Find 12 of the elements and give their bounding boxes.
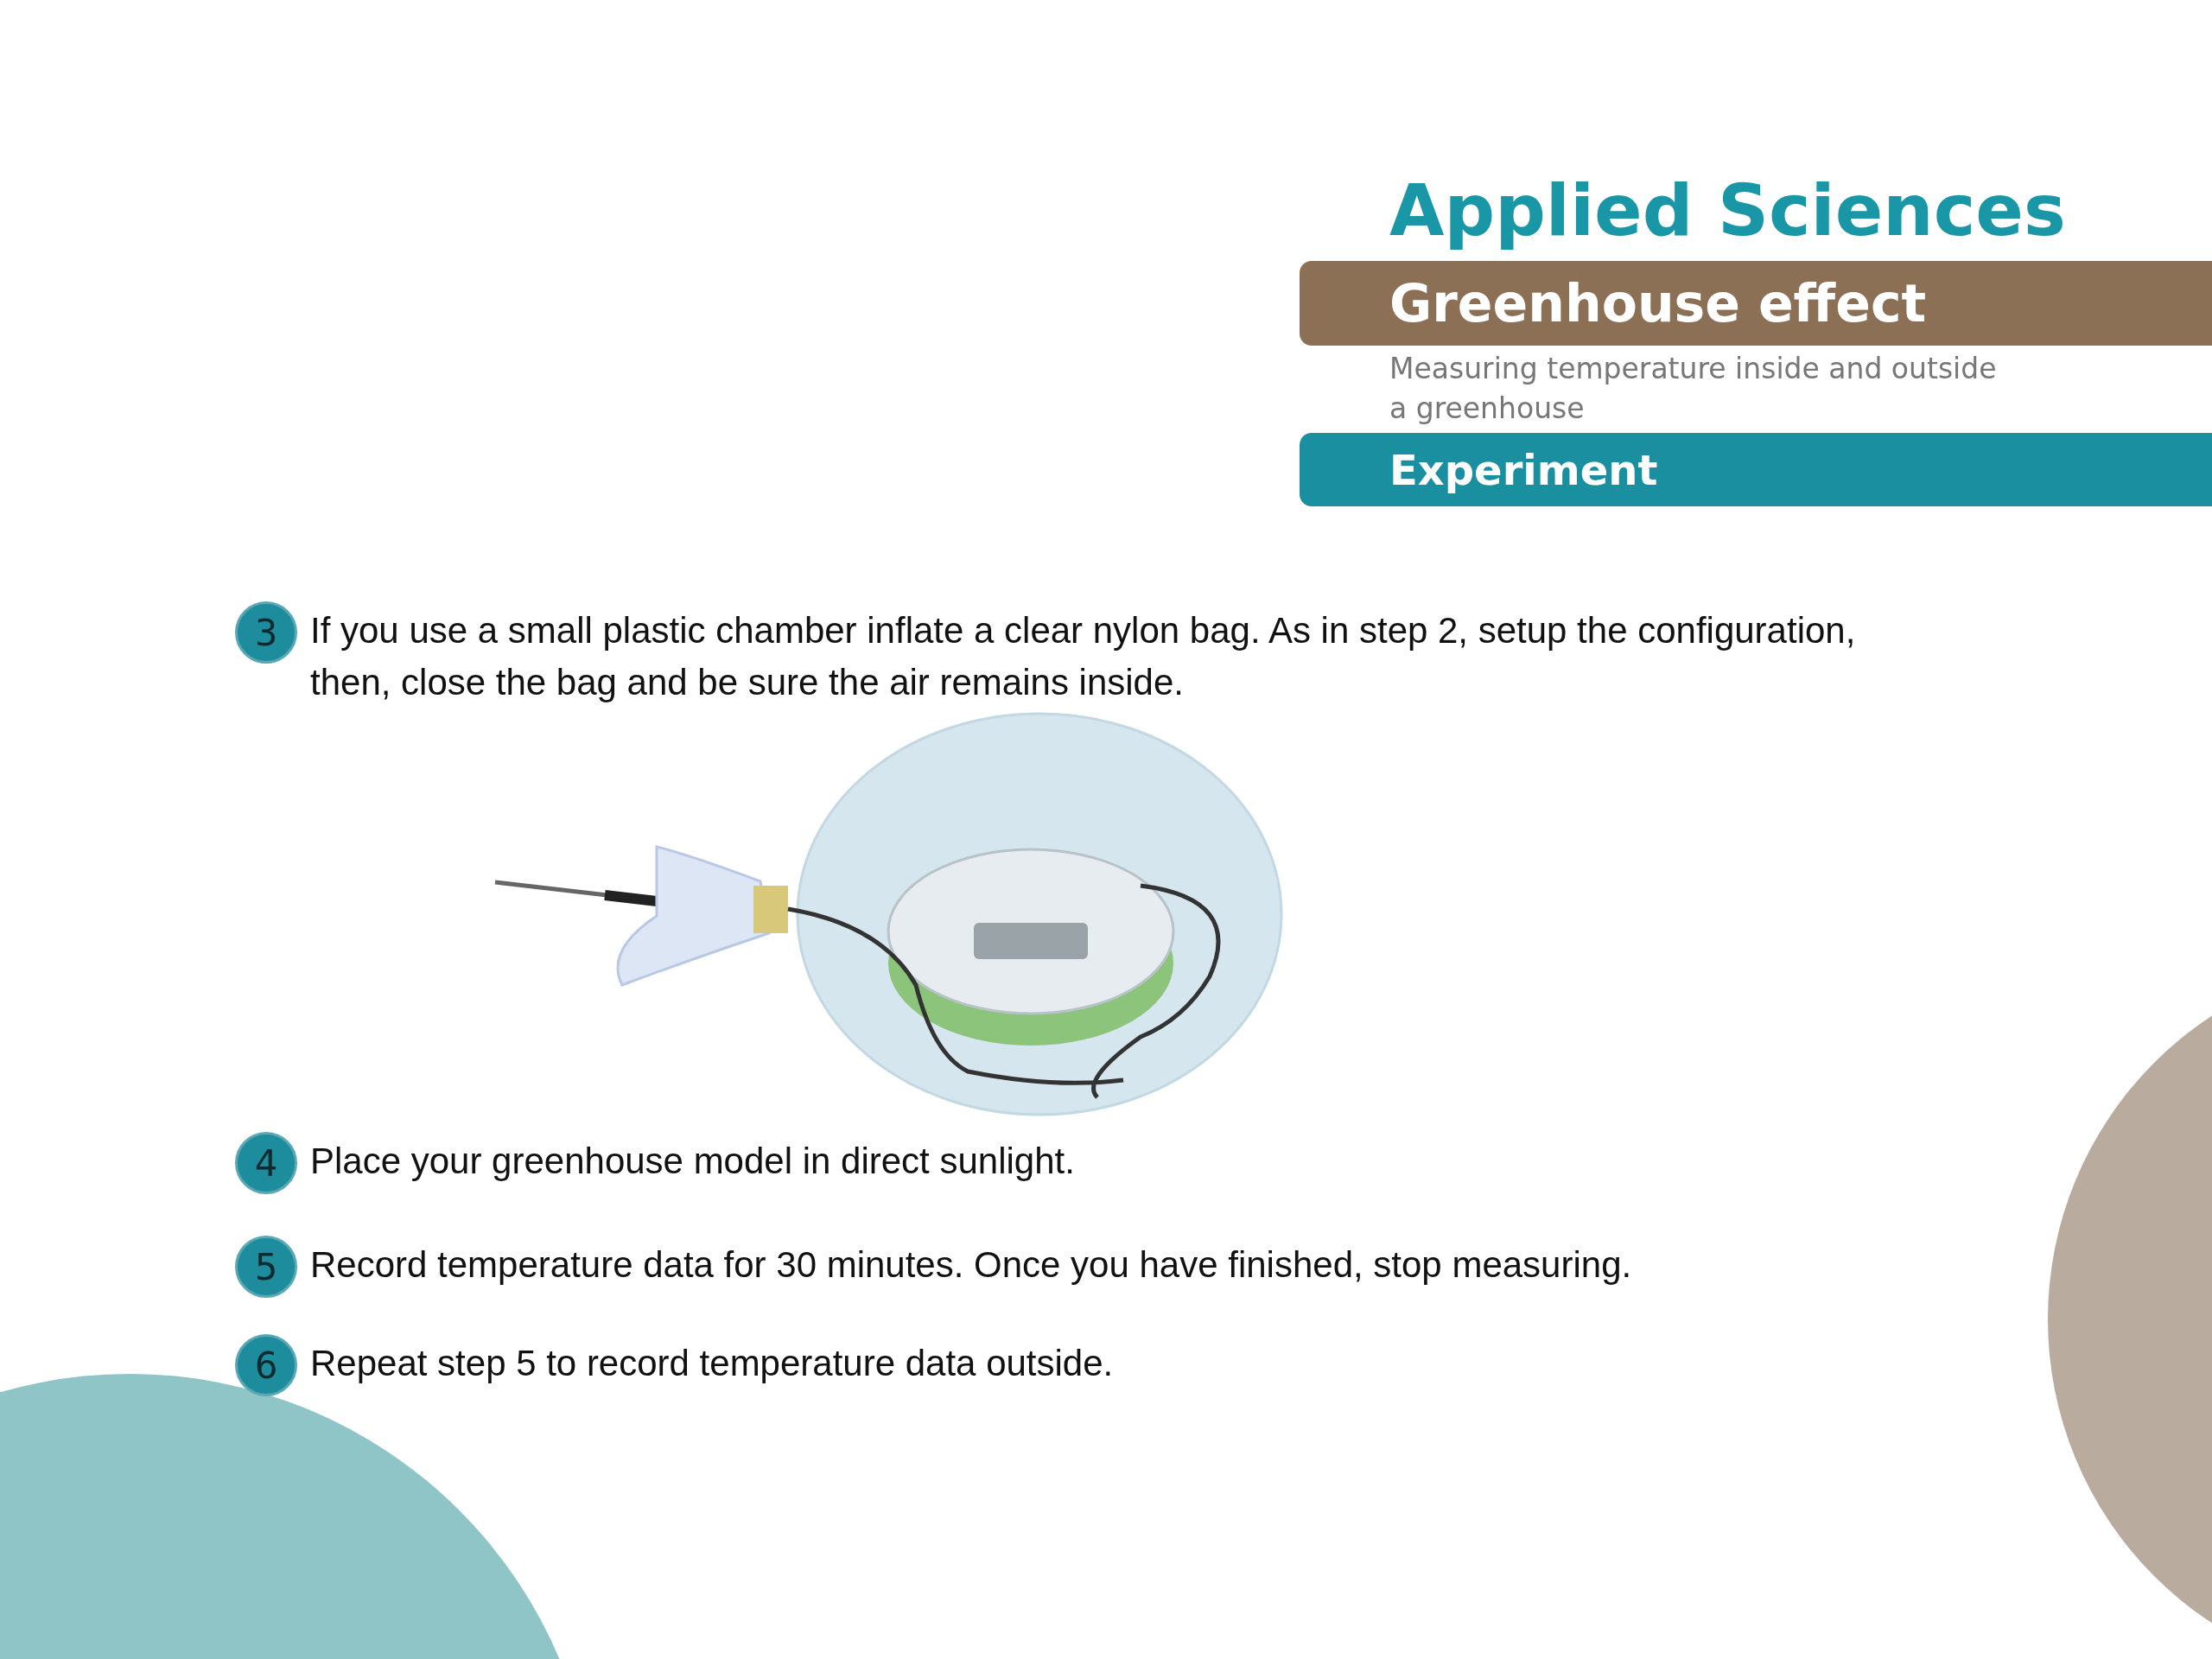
step-instruction: Place your greenhouse model in direct sunlight. <box>310 1140 1076 1183</box>
step-number-badge: 4 <box>235 1132 297 1194</box>
step-number-badge: 5 <box>235 1236 297 1298</box>
subtitle: Measuring temperature inside and outside a greenhouse <box>1389 351 1998 427</box>
section-banner: Experiment <box>1300 433 2212 506</box>
step-number-badge: 6 <box>235 1334 297 1396</box>
step-number-badge: 3 <box>235 601 297 664</box>
step-instruction: If you use a small plastic chamber inflate a clear nylon bag. As in step 2, setup the configuration, then, close the bag and be sure the air remains inside. <box>310 609 1857 704</box>
slide-title: Applied Sciences <box>1389 169 2066 251</box>
topic-banner: Greenhouse effect <box>1300 261 2212 346</box>
step-instruction: Record temperature data for 30 minutes. Once you have finished, stop measuring. <box>310 1243 1633 1287</box>
step-instruction: Repeat step 5 to record temperature data outside. <box>310 1342 1115 1385</box>
